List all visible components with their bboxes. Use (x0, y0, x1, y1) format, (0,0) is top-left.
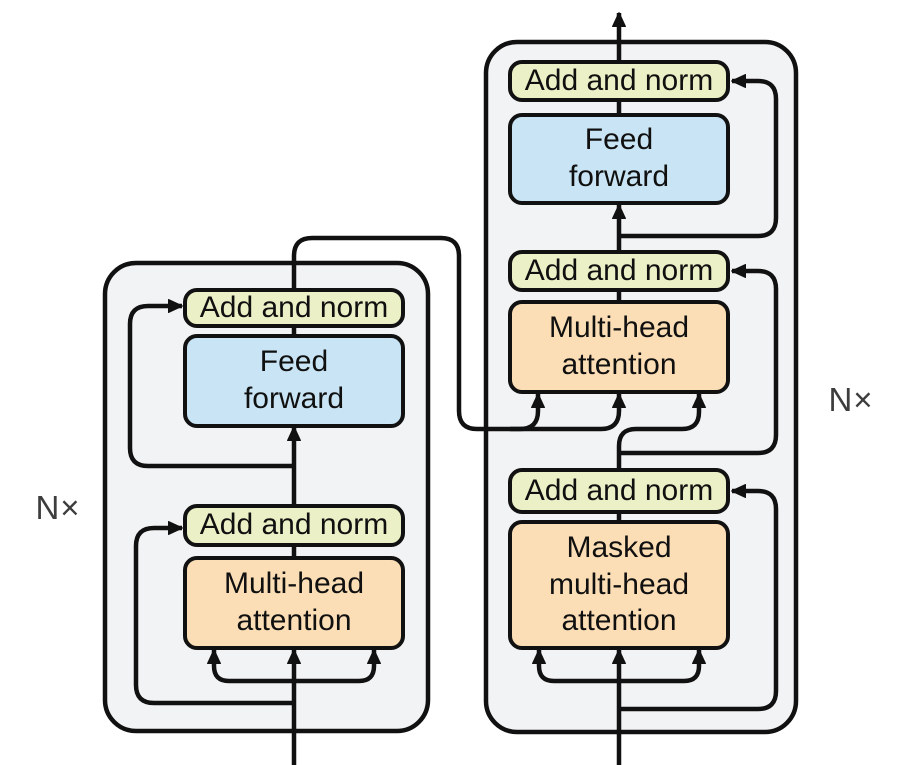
encoder-repeat-label: N× (35, 489, 81, 526)
decoder-repeat-label: N× (828, 381, 874, 418)
decoder-multi-head-attention-box (508, 300, 730, 394)
decoder-add-norm-2-box (508, 250, 730, 292)
decoder-add-norm-3-box (508, 60, 730, 102)
decoder-residual-1-line (619, 484, 779, 712)
encoder-to-decoder-branch-arrow (510, 393, 545, 432)
encoder-container-box (102, 260, 431, 734)
encoder-multi-head-attention-box (183, 556, 405, 650)
decoder-residual-3-line (619, 74, 779, 239)
decoder-masked-attention-right-arrow (619, 649, 706, 684)
encoder-add-norm-1-box (183, 504, 405, 547)
encoder-attention-left-arrow (207, 649, 294, 684)
decoder-add-norm-1-box (508, 468, 730, 514)
encoder-add-norm-2-box (183, 288, 405, 328)
encoder-attention-right-arrow (294, 649, 381, 684)
decoder-query-line (616, 393, 706, 470)
decoder-masked-attention-left-arrow (532, 649, 619, 684)
encoder-residual-1-line (133, 521, 294, 706)
encoder-residual-2-line (127, 299, 294, 469)
decoder-residual-2-line (619, 264, 779, 456)
encoder-output-line (291, 235, 626, 432)
decoder-masked-multi-head-attention-box (508, 520, 730, 650)
encoder-feed-forward-box (183, 334, 405, 428)
decoder-feed-forward-box (508, 113, 730, 205)
